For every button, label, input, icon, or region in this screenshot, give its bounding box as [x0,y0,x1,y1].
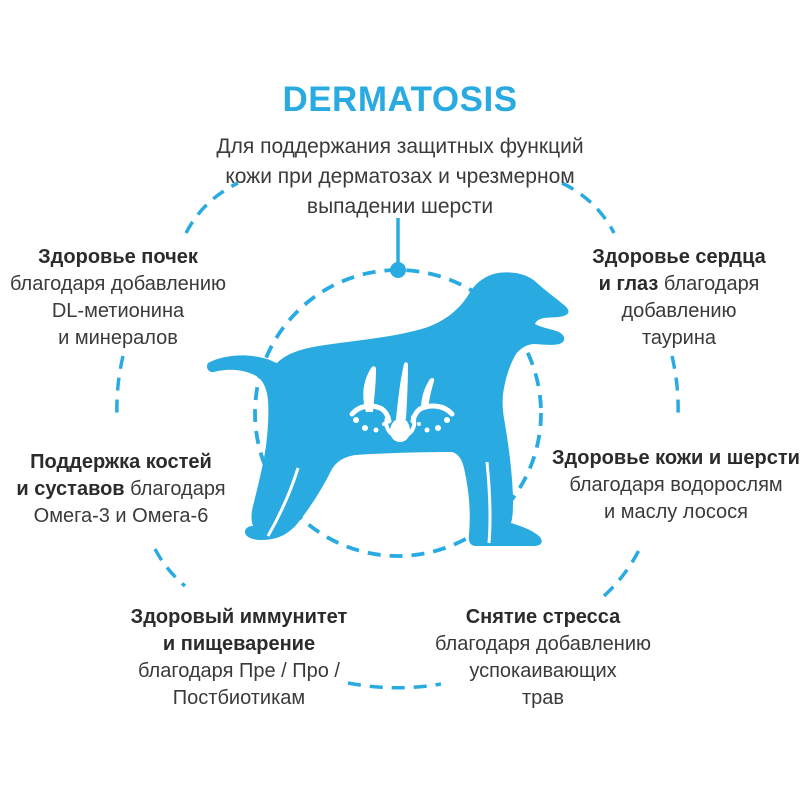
regular-text: благодаря [658,273,760,295]
text-line: Здоровье почек [10,244,226,271]
regular-text: Постбиотикам [172,687,306,709]
skin-dot [417,422,421,426]
regular-text: благодаря водорослям [569,474,783,496]
skin-dot [353,417,359,423]
text-line: и минералов [10,325,226,352]
text-line: Поддержка костей [16,449,225,476]
regular-text: благодаря добавлению [9,273,227,295]
outer-arc-bottom [347,681,442,690]
page-title: DERMATOSIS [282,80,518,119]
text-line: благодаря Пре / Про / [131,658,348,685]
outer-arc-right [670,355,680,416]
skin-dot [444,417,450,423]
regular-text: и минералов [58,327,178,349]
regular-text: Омега-3 и Омега-6 [33,505,209,527]
hind-leg-separator [266,467,300,537]
text-line: Здоровье сердца [592,244,765,271]
text-line: DL-метионина [10,298,226,325]
hair-bulb [390,417,410,442]
benefit-stress-relief: Снятие стресса благодаря добавлению успо… [435,604,651,712]
text-line: Омега-3 и Омега-6 [16,503,225,530]
bold-text: Поддержка костей [30,451,212,473]
regular-text: благодаря Пре / Про / [137,660,340,682]
bold-text: Здоровье кожи и шерсти [552,447,800,469]
bold-text: Здоровый иммунитет [130,606,348,628]
text-line: и пищеварение [131,631,348,658]
bold-text: Здоровье почек [38,246,198,268]
regular-text: добавлению [621,300,737,322]
bold-text: Здоровье сердца [592,246,766,268]
subtitle-line: выпадении шерсти [306,195,494,218]
inner-dashed-circle [253,268,543,558]
text-line: Здоровье кожи и шерсти [552,445,800,472]
benefit-skin-coat: Здоровье кожи и шерсти благодаря водорос… [552,445,800,526]
bold-text: и пищеварение [162,633,316,655]
skin-dot [362,425,368,431]
text-line: и глаз благодаря [592,271,765,298]
text-line: благодаря добавлению [435,631,651,658]
text-line: таурина [592,325,765,352]
text-line: Постбиотикам [131,685,348,712]
hair-follicle-icon [349,362,455,442]
text-line: благодаря водорослям [552,472,800,499]
regular-text: DL-метионина [51,300,185,322]
hair-left [363,366,376,412]
text-line: трав [435,685,651,712]
skin-dot [435,425,441,431]
outer-arc-top-right [561,181,616,234]
regular-text: благодаря [124,478,226,500]
outer-arc-bottom-right [602,545,643,598]
text-line: добавлению [592,298,765,325]
text-line: и маслу лосося [552,499,800,526]
text-line: и суставов благодаря [16,476,225,503]
regular-text: успокаивающих [469,660,617,682]
text-line: Снятие стресса [435,604,651,631]
hair-right [421,377,435,409]
benefit-bones-joints: Поддержка костей и суставов благодаря Ом… [16,449,225,530]
regular-text: благодаря добавлению [434,633,652,655]
benefit-immunity-digestion: Здоровый иммунитет и пищеварение благода… [131,604,348,712]
subtitle-line: кожи при дерматозах и чрезмерном [225,165,575,188]
subtitle-line: Для поддержания защитных функций [216,135,584,158]
regular-text: и маслу лосося [603,501,749,523]
text-line: Здоровый иммунитет [131,604,348,631]
regular-text: трав [521,687,565,709]
front-leg-separator [485,461,492,544]
dog-silhouette-icon [206,272,569,546]
benefit-kidneys: Здоровье почек благодаря добавлению DL-м… [10,244,226,352]
bold-text: и глаз [598,273,659,295]
text-line: благодаря добавлению [10,271,226,298]
skin-dot [373,427,379,433]
page-subtitle: Для поддержания защитных функций кожи пр… [0,132,800,222]
bold-text: Снятие стресса [465,606,621,628]
skin-dot [382,422,386,426]
outer-arc-bottom-left [153,548,187,588]
bold-text: и суставов [16,478,125,500]
regular-text: таурина [641,327,717,349]
hair-middle [396,362,408,419]
connector-dot [390,262,406,278]
text-line: успокаивающих [435,658,651,685]
skin-dot [424,427,430,433]
benefit-heart-eyes: Здоровье сердца и глаз благодаря добавле… [592,244,765,352]
outer-arc-top-left [184,181,239,234]
outer-arc-left [115,355,125,416]
